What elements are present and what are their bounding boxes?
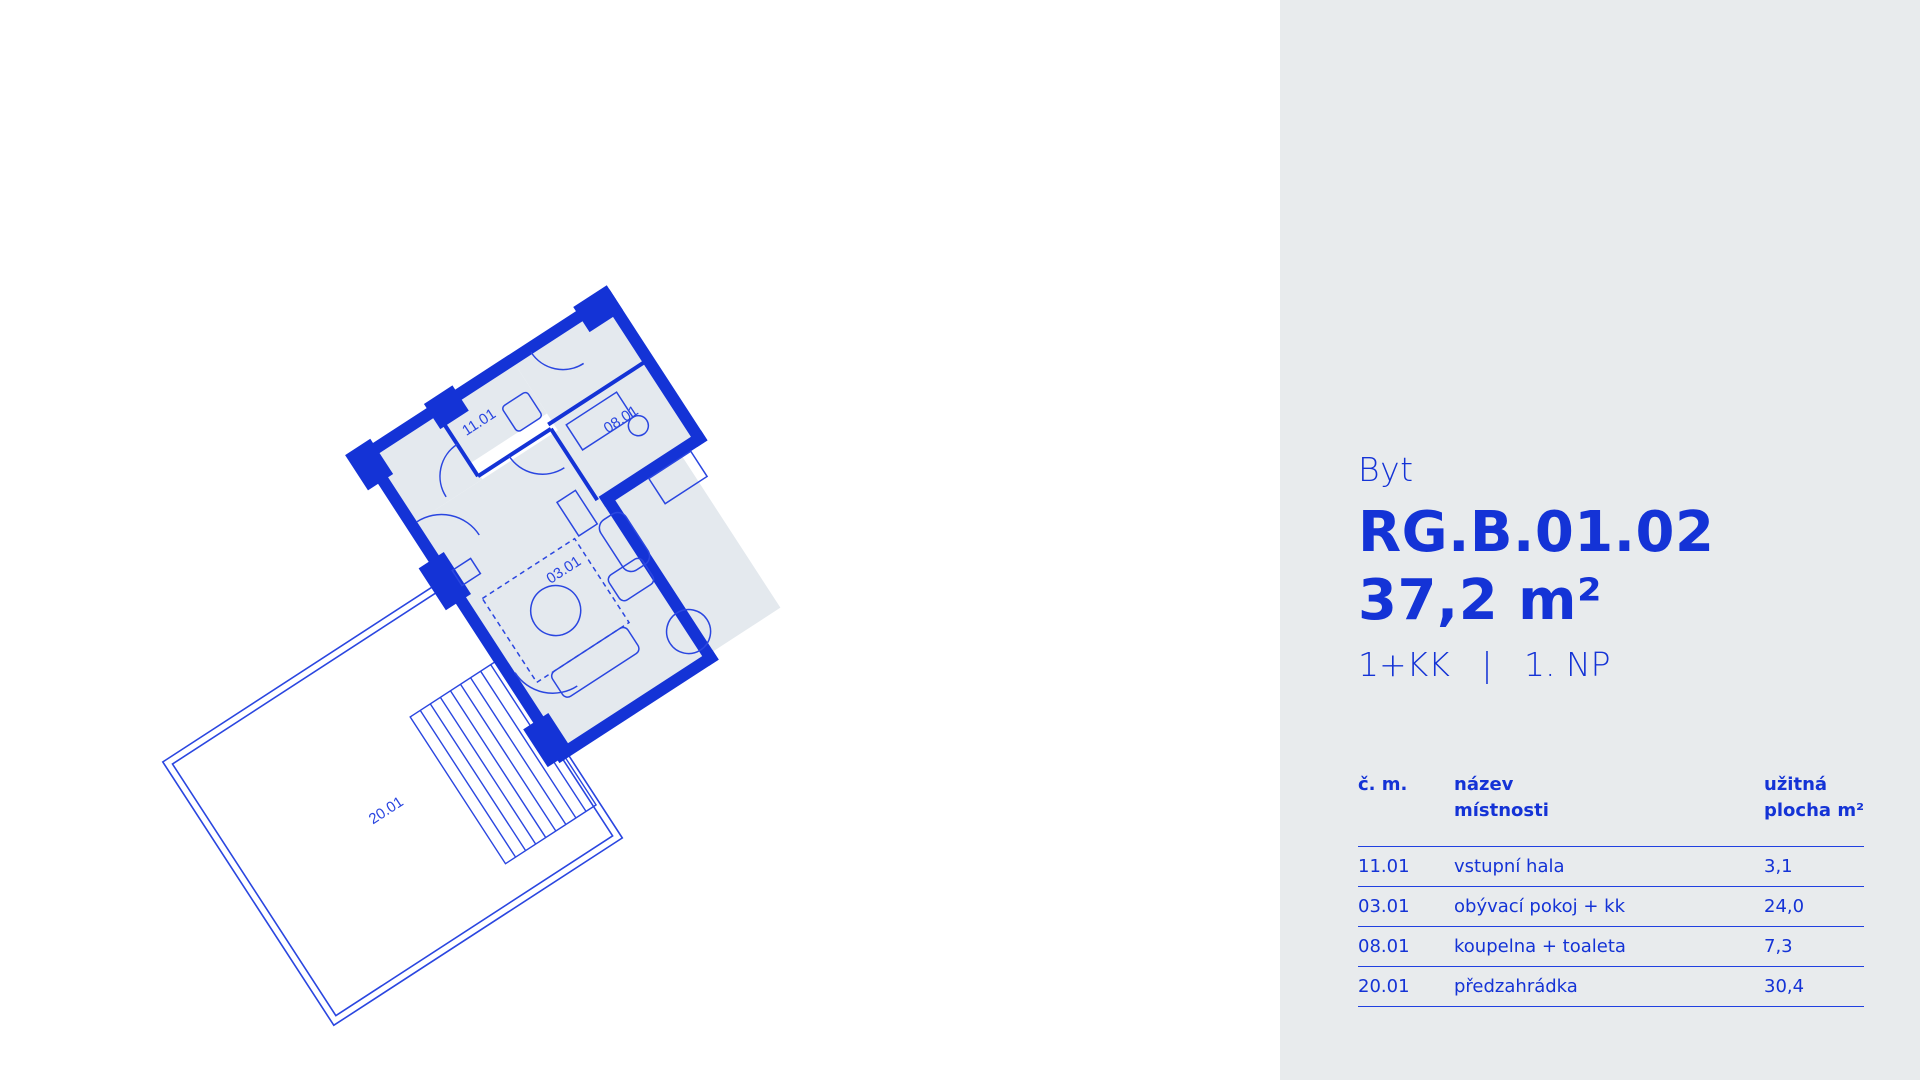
- row-area: 7,3: [1764, 936, 1793, 957]
- unit-total-area: 37,2 m²: [1358, 568, 1603, 633]
- header-number: č. m.: [1358, 774, 1408, 795]
- row-number: 08.01: [1358, 936, 1410, 957]
- row-number: 11.01: [1358, 856, 1410, 877]
- table-row: 20.01 předzahrádka 30,4: [1358, 966, 1864, 1007]
- header-name: název místnosti: [1454, 772, 1549, 824]
- row-name: předzahrádka: [1454, 976, 1578, 997]
- table-row: 11.01 vstupní hala 3,1: [1358, 846, 1864, 886]
- floor-plan-area: 11.01 03.01 08.01 20.01: [161, 285, 781, 1027]
- row-number: 03.01: [1358, 896, 1410, 917]
- furniture: [451, 391, 712, 698]
- row-area: 30,4: [1764, 976, 1805, 997]
- info-panel: Byt RG.B.01.02 37,2 m² 1+KK | 1. NP č. m…: [1280, 0, 1920, 1080]
- row-number: 20.01: [1358, 976, 1410, 997]
- row-area: 24,0: [1764, 896, 1805, 917]
- table-row: 08.01 koupelna + toaleta 7,3: [1358, 926, 1864, 966]
- floor-plan-rotated: 11.01 03.01 08.01 20.01: [161, 285, 781, 1027]
- header-name-line1: název: [1454, 774, 1514, 795]
- inner-walls: [435, 360, 646, 502]
- header-area: užitná plocha m²: [1764, 772, 1864, 824]
- unit-code: RG.B.01.02: [1358, 500, 1715, 565]
- room-table-header: č. m. název místnosti užitná plocha m²: [1358, 770, 1864, 846]
- row-name: koupelna + toaleta: [1454, 936, 1626, 957]
- room-label-20-01: 20.01: [366, 793, 407, 828]
- room-fills: [371, 303, 781, 750]
- unit-layout-floor: 1+KK | 1. NP: [1358, 645, 1611, 684]
- door-swings: [416, 351, 585, 694]
- room-table: č. m. název místnosti užitná plocha m² 1…: [1358, 770, 1864, 1007]
- unit-type-label: Byt: [1358, 450, 1414, 489]
- row-area: 3,1: [1764, 856, 1793, 877]
- table-row: 03.01 obývací pokoj + kk 24,0: [1358, 886, 1864, 926]
- floor-plan-drawing: 11.01 03.01 08.01 20.01: [161, 285, 781, 1027]
- header-name-line2: místnosti: [1454, 800, 1549, 821]
- header-area-line2: plocha m²: [1764, 800, 1864, 821]
- panel-divider: [1280, 387, 1284, 1080]
- header-area-line1: užitná: [1764, 774, 1828, 795]
- outer-walls: [345, 285, 719, 768]
- row-name: vstupní hala: [1454, 856, 1565, 877]
- row-name: obývací pokoj + kk: [1454, 896, 1625, 917]
